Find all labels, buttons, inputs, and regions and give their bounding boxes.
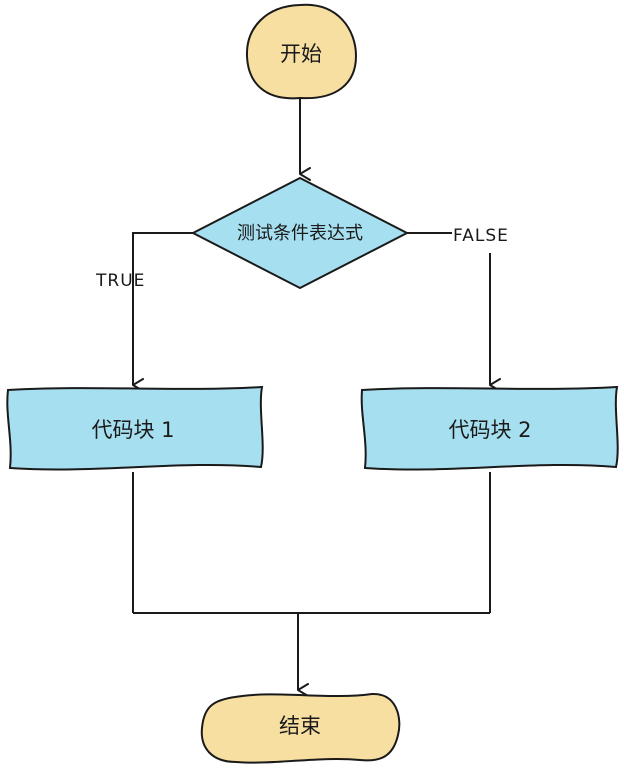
- true-label: TRUE: [95, 271, 145, 291]
- edge-condition-true: [132, 232, 195, 392]
- block2-label: 代码块 2: [448, 418, 531, 442]
- edge-condition-false: [405, 232, 490, 385]
- end-label: 结束: [279, 714, 321, 738]
- start-shape: [245, 3, 358, 100]
- block1-node: 代码块 1: [6, 385, 264, 471]
- end-shape: [200, 692, 401, 764]
- start-label: 开始: [280, 42, 322, 66]
- block1-shape: [6, 385, 264, 471]
- connectors: [132, 97, 490, 697]
- condition-shape: [192, 177, 408, 289]
- end-node: 结束: [200, 692, 401, 764]
- condition-label: 测试条件表达式: [237, 223, 363, 244]
- start-node: 开始: [245, 3, 358, 100]
- condition-node: 测试条件表达式: [192, 177, 408, 289]
- block2-node: 代码块 2: [360, 385, 619, 471]
- block1-label: 代码块 1: [91, 418, 174, 442]
- block2-shape: [360, 385, 619, 471]
- false-label: FALSE: [453, 226, 509, 246]
